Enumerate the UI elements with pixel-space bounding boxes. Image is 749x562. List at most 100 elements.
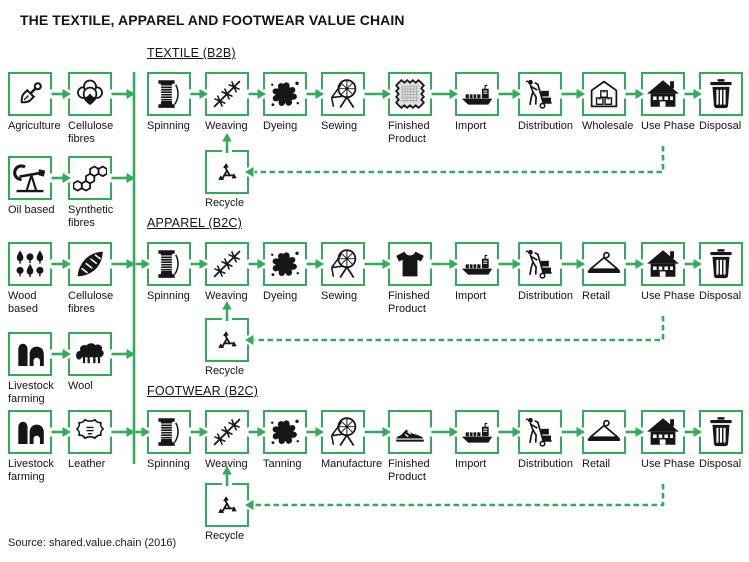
box-use-phase <box>641 242 685 286</box>
page-title: THE TEXTILE, APPAREL AND FOOTWEAR VALUE … <box>20 12 405 28</box>
box-distribution <box>518 410 562 454</box>
step-label-finished-product: Finished Product <box>388 120 430 145</box>
box-finished-product <box>388 72 432 116</box>
box-retail <box>582 410 626 454</box>
box-wholesale <box>582 72 626 116</box>
box-manufacture <box>321 410 365 454</box>
hand-truck-icon <box>523 77 557 111</box>
box-disposal <box>699 410 743 454</box>
box-spinning <box>147 72 191 116</box>
spinning-wheel-icon <box>326 77 360 111</box>
label-cellulose-fibres: Cellulose fibres <box>68 290 114 315</box>
step-label-weaving: Weaving <box>205 120 248 132</box>
box-import <box>455 410 499 454</box>
step-label-distribution: Distribution <box>518 458 574 470</box>
box-import <box>455 72 499 116</box>
spinning-wheel-icon <box>326 247 360 281</box>
splat-icon <box>268 415 302 449</box>
label-wool: Wool <box>68 380 93 392</box>
barn-icon <box>13 415 47 449</box>
trees-icon <box>13 247 47 281</box>
step-label-import: Import <box>455 458 487 470</box>
box-recycle <box>205 318 249 362</box>
box-cellulose-fibres <box>68 242 112 286</box>
label-cellulose-fibres: Cellulose fibres <box>68 120 114 145</box>
step-label-tanning: Tanning <box>263 458 302 470</box>
ship-icon <box>460 415 494 449</box>
step-label-sewing: Sewing <box>321 120 358 132</box>
box-wool <box>68 332 112 376</box>
box-use-phase <box>641 72 685 116</box>
source-note: Source: shared.value.chain (2016) <box>8 537 177 549</box>
box-agriculture <box>8 72 52 116</box>
spool-icon <box>152 77 186 111</box>
step-label-disposal: Disposal <box>699 120 742 132</box>
step-label-use-phase: Use Phase <box>641 458 695 470</box>
step-label-use-phase: Use Phase <box>641 120 695 132</box>
label-oil-based: Oil based <box>8 204 55 216</box>
house-icon <box>646 247 680 281</box>
box-livestock-farming <box>8 332 52 376</box>
cotton-icon <box>73 77 107 111</box>
spool-icon <box>152 415 186 449</box>
molecules-icon <box>73 161 107 195</box>
box-weaving <box>205 410 249 454</box>
box-spinning <box>147 410 191 454</box>
splat-icon <box>268 247 302 281</box>
step-label-import: Import <box>455 290 487 302</box>
step-label-distribution: Distribution <box>518 290 574 302</box>
sheep-icon <box>73 337 107 371</box>
box-finished-product <box>388 242 432 286</box>
label-recycle: Recycle <box>205 530 245 542</box>
oil-pump-icon <box>13 161 47 195</box>
box-dyeing <box>263 72 307 116</box>
label-livestock-farming: Livestock farming <box>8 458 54 483</box>
label-livestock-farming: Livestock farming <box>8 380 54 405</box>
section-heading-apparel-b2c-: APPAREL (B2C) <box>147 216 242 230</box>
box-finished-product <box>388 410 432 454</box>
warehouse-icon <box>587 77 621 111</box>
trash-icon <box>704 247 738 281</box>
box-import <box>455 242 499 286</box>
weave-icon <box>210 247 244 281</box>
step-label-finished-product: Finished Product <box>388 290 430 315</box>
shovel-icon <box>13 77 47 111</box>
step-label-disposal: Disposal <box>699 458 742 470</box>
box-distribution <box>518 72 562 116</box>
box-livestock-farming <box>8 410 52 454</box>
spool-icon <box>152 247 186 281</box>
label-recycle: Recycle <box>205 197 245 209</box>
step-label-import: Import <box>455 120 487 132</box>
house-icon <box>646 415 680 449</box>
box-sewing <box>321 242 365 286</box>
box-oil-based <box>8 156 52 200</box>
splat-icon <box>268 77 302 111</box>
weave-icon <box>210 77 244 111</box>
tshirt-icon <box>393 247 427 281</box>
box-retail <box>582 242 626 286</box>
label-synthetic-fibres: Synthetic fibres <box>68 204 114 229</box>
step-label-wholesale: Wholesale <box>582 120 634 132</box>
box-weaving <box>205 242 249 286</box>
step-label-use-phase: Use Phase <box>641 290 695 302</box>
step-label-distribution: Distribution <box>518 120 574 132</box>
house-icon <box>646 77 680 111</box>
section-heading-footwear-b2c-: FOOTWEAR (B2C) <box>147 384 259 398</box>
step-label-dyeing: Dyeing <box>263 120 298 132</box>
step-label-manufacture: Manufacture <box>321 458 383 470</box>
leather-icon <box>73 415 107 449</box>
box-synthetic-fibres <box>68 156 112 200</box>
step-label-retail: Retail <box>582 290 611 302</box>
recycle-icon <box>210 155 244 189</box>
spinning-wheel-icon <box>326 415 360 449</box>
step-label-retail: Retail <box>582 458 611 470</box>
step-label-spinning: Spinning <box>147 458 190 470</box>
label-agriculture: Agriculture <box>8 120 61 132</box>
box-disposal <box>699 242 743 286</box>
step-label-sewing: Sewing <box>321 290 358 302</box>
section-heading-textile-b2b-: TEXTILE (B2B) <box>147 46 236 60</box>
ship-icon <box>460 77 494 111</box>
step-label-weaving: Weaving <box>205 458 248 470</box>
box-wood-based <box>8 242 52 286</box>
